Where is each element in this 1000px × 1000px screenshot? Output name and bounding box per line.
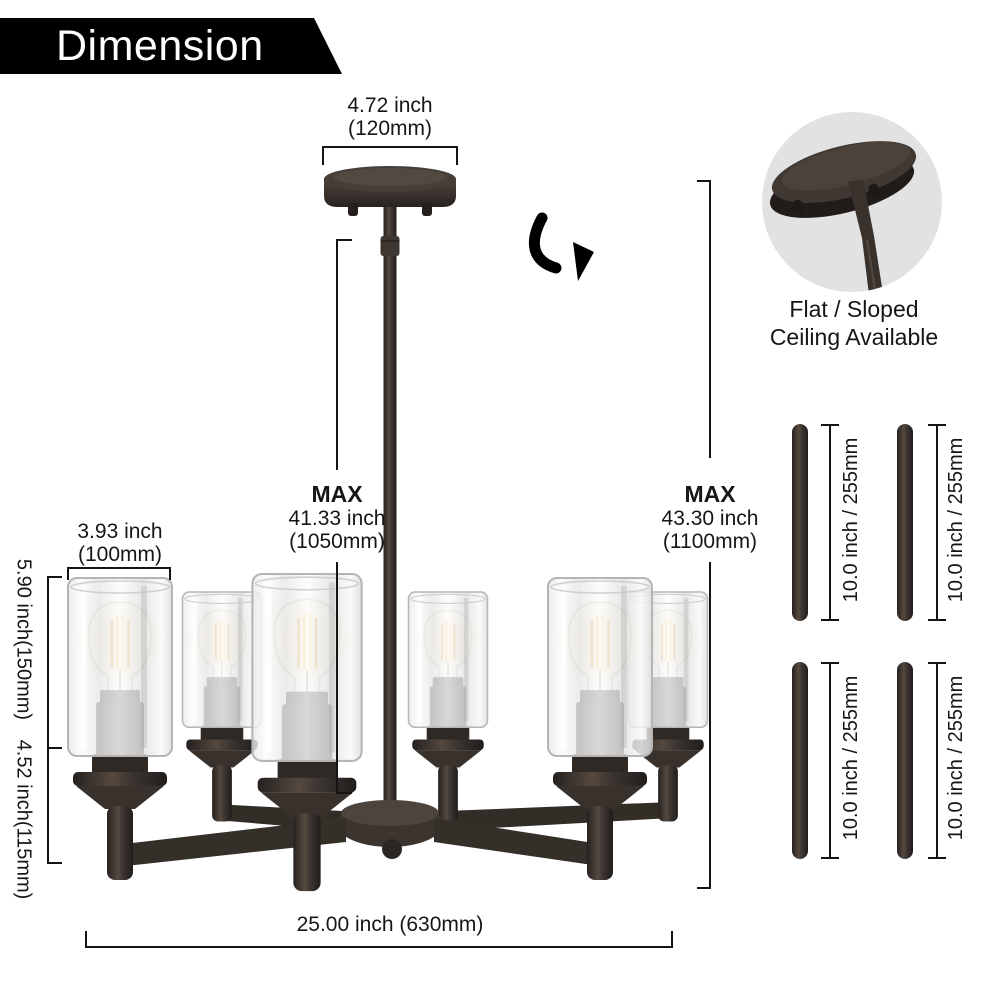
down-rod xyxy=(380,205,400,817)
dimension-lines xyxy=(47,146,946,948)
canopy-width-label: 4.72 inch (120mm) xyxy=(290,94,490,140)
rod-length-label-3: 10.0 inch / 255mm xyxy=(840,675,862,841)
canopy-screw xyxy=(348,203,358,216)
total-max-label: MAX 43.30 inch (1100mm) xyxy=(610,481,810,554)
canopy-width-bracket xyxy=(322,146,458,165)
holder-height-label: 4.52 inch(115mm) xyxy=(12,739,35,900)
curved-arrow-icon xyxy=(529,212,594,281)
total-max-inches: 43.30 inch xyxy=(661,507,759,530)
total-max-mm: (1100mm) xyxy=(662,530,758,553)
hang-max-line-top xyxy=(336,239,352,470)
rod-length-label-4: 10.0 inch / 255mm xyxy=(945,675,967,841)
hub-finial xyxy=(382,839,402,859)
light-unit-back-left xyxy=(182,592,261,822)
rod-length-label-1: 10.0 inch / 255mm xyxy=(840,437,862,603)
shade-width-bracket xyxy=(67,567,171,580)
inset-caption-line2: Ceiling Available xyxy=(769,324,939,350)
rod-dim-4 xyxy=(928,662,946,859)
chandelier xyxy=(68,166,708,891)
extension-rod-4 xyxy=(897,662,913,859)
shade-width-mm: (100mm) xyxy=(77,543,162,566)
front-arm-left xyxy=(107,818,346,868)
left-height-line xyxy=(47,576,62,864)
light-unit-back-center xyxy=(408,592,487,822)
extension-rods xyxy=(792,424,913,859)
canopy-width-mm: (120mm) xyxy=(347,117,432,140)
total-max-line-top xyxy=(697,180,711,458)
total-max-caption: MAX xyxy=(684,481,736,507)
hang-max-caption: MAX xyxy=(311,481,363,507)
light-unit-front-left xyxy=(68,578,172,880)
ceiling-canopy xyxy=(324,166,456,216)
rod-dim-2 xyxy=(928,424,946,621)
canopy-screw xyxy=(422,203,432,216)
section-banner: Dimension xyxy=(0,18,342,74)
extension-rod-1 xyxy=(792,424,808,621)
light-unit-front-right xyxy=(548,578,652,880)
shade-width-inches: 3.93 inch xyxy=(77,520,163,543)
extension-rod-3 xyxy=(792,662,808,859)
canopy-width-inches: 4.72 inch xyxy=(347,94,433,117)
rod-dim-3 xyxy=(821,662,839,859)
fixture-width-bracket xyxy=(85,931,673,948)
sloped-ceiling-inset-photo xyxy=(762,112,942,292)
fixture-width-label: 25.00 inch (630mm) xyxy=(296,913,484,936)
hang-max-label: MAX 41.33 inch (1050mm) xyxy=(237,481,437,554)
total-max-line-bottom xyxy=(697,562,711,889)
rod-length-label-2: 10.0 inch / 255mm xyxy=(945,437,967,603)
banner-title: Dimension xyxy=(56,21,264,70)
hang-max-line-bottom xyxy=(336,562,352,794)
inset-caption-line1: Flat / Sloped xyxy=(789,296,919,322)
shade-width-label: 3.93 inch (100mm) xyxy=(20,520,220,566)
inset-caption: Flat / Sloped Ceiling Available xyxy=(734,295,974,351)
extension-rod-2 xyxy=(897,424,913,621)
hang-max-mm: (1050mm) xyxy=(289,530,385,553)
hang-max-inches: 41.33 inch xyxy=(288,507,386,530)
center-hub xyxy=(337,800,443,847)
rod-dim-1 xyxy=(821,424,839,621)
front-arm-right xyxy=(434,818,613,868)
